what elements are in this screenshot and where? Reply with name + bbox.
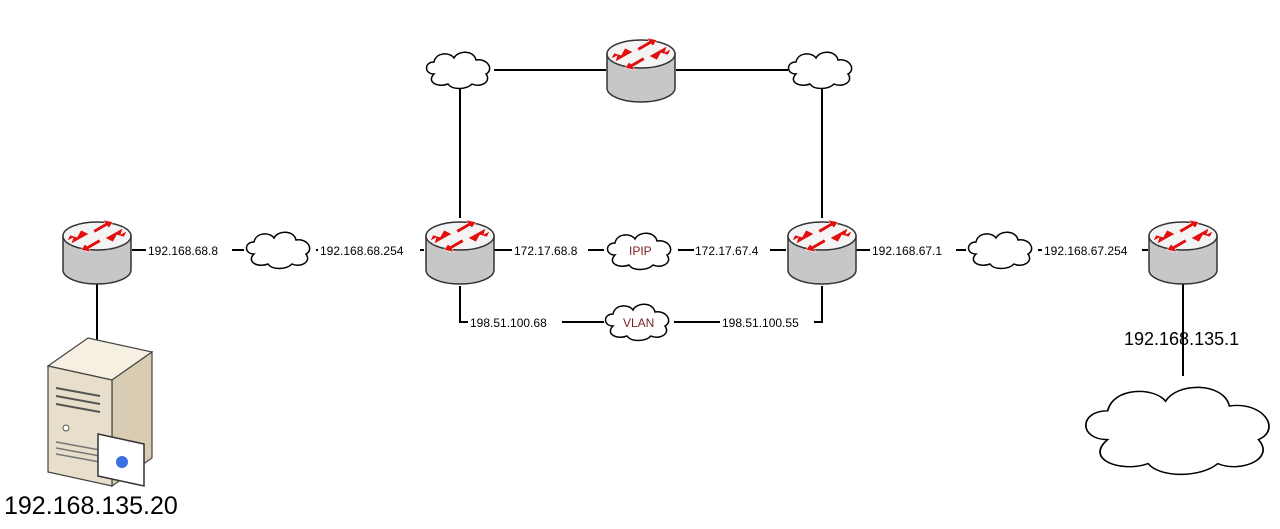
router-icon — [425, 219, 495, 285]
router-icon — [62, 219, 132, 285]
server-ip-label: 192.168.135.20 — [4, 492, 178, 520]
r3-right-ip-label: 192.168.67.1 — [872, 244, 942, 258]
vlan-name-label: VLAN — [623, 316, 654, 330]
cloud-icon — [967, 231, 1033, 270]
r4-ip-label: 192.168.67.254 — [1044, 244, 1128, 258]
r1-ip-label: 192.168.68.8 — [148, 244, 218, 258]
r3-tunnel-ip-label: 172.17.67.4 — [695, 244, 759, 258]
cloud-icon — [425, 51, 491, 90]
router-icon — [1148, 219, 1218, 285]
router-icon — [787, 219, 857, 285]
r2-vlan-ip-label: 198.51.100.68 — [470, 316, 547, 330]
r2-tunnel-ip-label: 172.17.68.8 — [514, 244, 578, 258]
remote-lan-ip-label: 192.168.135.1 — [1124, 329, 1239, 349]
router-icon — [606, 37, 676, 103]
r2-left-ip-label: 192.168.68.254 — [320, 244, 404, 258]
cloud-icon — [787, 51, 853, 90]
server-icon — [46, 337, 154, 488]
tunnel-name-label: IPIP — [629, 244, 652, 258]
cloud-icon — [245, 231, 311, 270]
r3-vlan-ip-label: 198.51.100.55 — [722, 316, 799, 330]
labels-layer: 192.168.68.8 192.168.68.254 172.17.68.8 … — [4, 242, 1239, 520]
remote-lan-cloud-icon — [1084, 385, 1271, 476]
